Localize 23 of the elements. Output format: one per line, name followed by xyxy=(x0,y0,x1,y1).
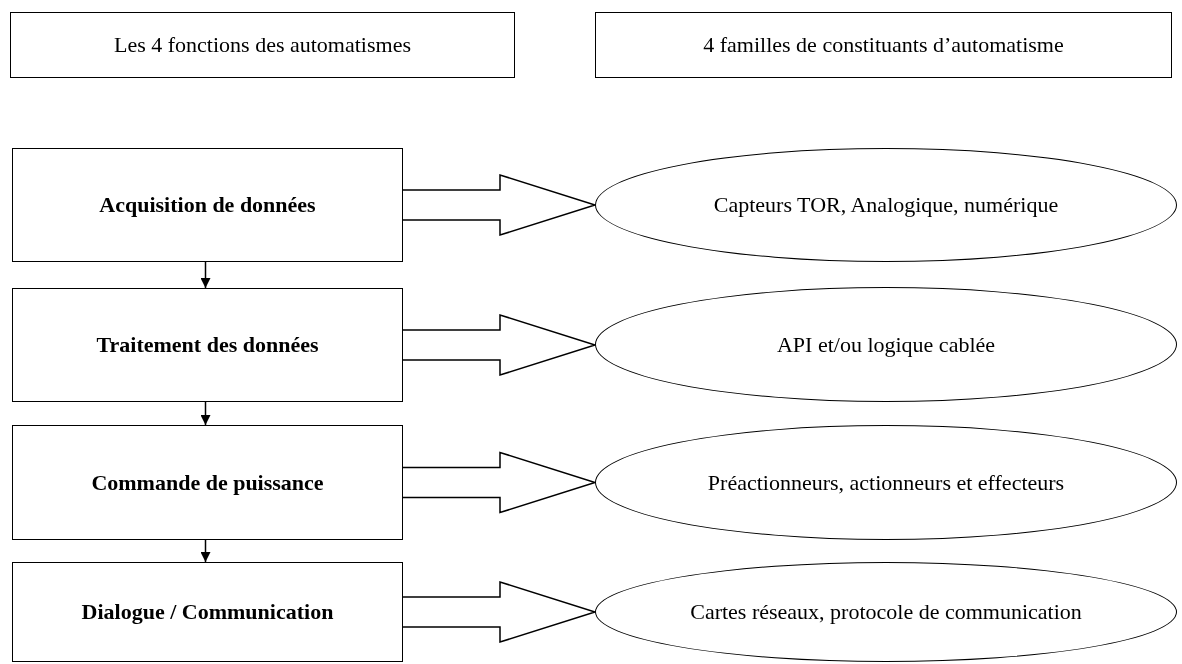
heading-text: Les 4 fonctions des automatismes xyxy=(114,32,411,58)
component-label: API et/ou logique cablée xyxy=(776,331,996,358)
component-label: Capteurs TOR, Analogique, numérique xyxy=(713,192,1059,218)
block-arrow xyxy=(402,580,598,644)
block-arrow xyxy=(402,173,598,237)
arrow xyxy=(200,401,211,426)
function-box xyxy=(12,425,403,540)
component-label: Préactionneurs, actionneurs et effecteurs xyxy=(707,469,1065,496)
function-label: Traitement des données xyxy=(96,332,319,358)
heading-box xyxy=(595,12,1172,78)
function-label: Acquisition de données xyxy=(99,192,316,218)
function-box xyxy=(12,148,403,262)
heading-box xyxy=(10,12,515,78)
arrow xyxy=(200,539,211,563)
arrow xyxy=(200,261,211,289)
block-arrow xyxy=(402,313,598,377)
function-box xyxy=(12,288,403,402)
heading-text: 4 familles de constituants d’automatisme xyxy=(703,32,1064,58)
block-arrow xyxy=(402,451,598,514)
function-label: Commande de puissance xyxy=(91,469,324,496)
function-label: Dialogue / Communication xyxy=(81,599,334,625)
component-label: Cartes réseaux, protocole de communication xyxy=(690,599,1082,625)
function-box xyxy=(12,562,403,662)
